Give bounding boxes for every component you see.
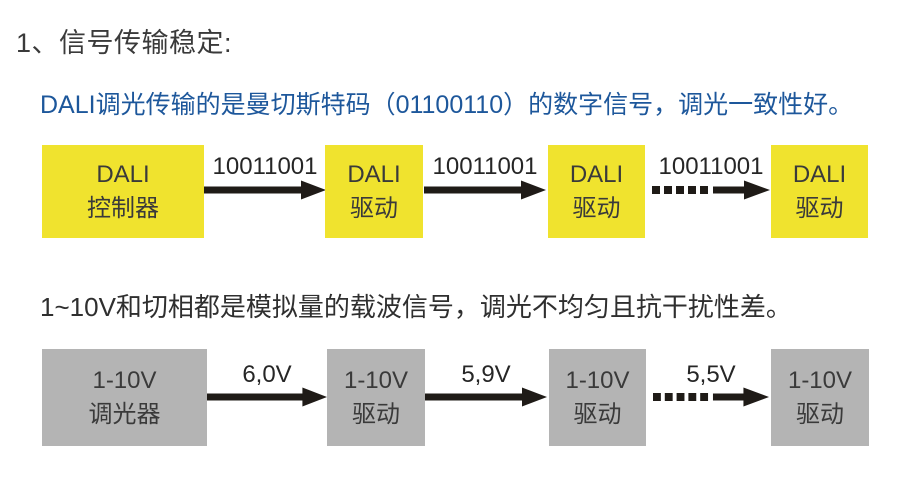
solid-arrow-icon — [207, 387, 327, 407]
analog-flow-diagram: 1-10V 调光器 6,0V 1-10V 驱动 5,9V 1-10V 驱动 5,… — [0, 349, 900, 446]
arrow-label: 6,0V — [242, 361, 292, 388]
node-label-line1: 1-10V — [565, 366, 630, 394]
node-label-line2: 控制器 — [87, 194, 159, 222]
solid-arrow-icon — [424, 180, 546, 200]
analog-driver-box-3: 1-10V 驱动 — [771, 349, 869, 446]
analog-dimmer-box: 1-10V 调光器 — [42, 349, 207, 446]
analog-signal-link-2: 5,9V — [425, 349, 547, 446]
dashed-arrow-icon — [652, 180, 770, 200]
node-label-line2: 驱动 — [350, 194, 398, 222]
node-label-line1: DALI — [347, 160, 401, 188]
analog-signal-link-1: 6,0V — [207, 349, 327, 446]
solid-arrow-icon — [425, 387, 547, 407]
dali-signal-link-3: 10011001 — [652, 145, 770, 238]
node-label-line1: DALI — [96, 160, 150, 188]
arrow-label: 10011001 — [658, 153, 764, 180]
dali-signal-link-2: 10011001 — [424, 145, 546, 238]
arrow-label: 5,9V — [461, 361, 511, 388]
node-label-line1: 1-10V — [92, 366, 157, 394]
dali-flow-diagram: DALI 控制器 10011001 DALI 驱动 10011001 DALI … — [0, 145, 900, 238]
solid-arrow-icon — [204, 180, 326, 200]
analog-description: 1~10V和切相都是模拟量的载波信号，调光不均匀且抗干扰性差。 — [40, 292, 792, 322]
dali-driver-box-3: DALI 驱动 — [771, 145, 868, 238]
node-label-line2: 驱动 — [573, 400, 622, 428]
node-label-line1: DALI — [792, 160, 847, 188]
dali-driver-box-1: DALI 驱动 — [325, 145, 423, 238]
node-label-line2: 驱动 — [795, 194, 844, 222]
dali-signal-link-1: 10011001 — [204, 145, 326, 238]
node-label-line2: 驱动 — [796, 400, 844, 428]
analog-driver-box-2: 1-10V 驱动 — [549, 349, 646, 446]
dali-driver-box-2: DALI 驱动 — [548, 145, 645, 238]
node-label-line2: 调光器 — [88, 400, 161, 428]
dali-controller-box: DALI 控制器 — [42, 145, 204, 238]
arrow-label: 10011001 — [212, 153, 318, 180]
page-title: 1、信号传输稳定: — [16, 28, 233, 58]
node-label-line1: 1-10V — [787, 366, 853, 394]
node-label-line2: 驱动 — [572, 194, 621, 222]
node-label-line1: DALI — [569, 160, 624, 188]
analog-signal-link-3: 5,5V — [653, 349, 769, 446]
dashed-arrow-icon — [653, 387, 769, 407]
arrow-label: 10011001 — [432, 153, 538, 180]
arrow-label: 5,5V — [686, 361, 736, 388]
node-label-line2: 驱动 — [352, 400, 400, 428]
analog-driver-box-1: 1-10V 驱动 — [327, 349, 425, 446]
dali-description: DALI调光传输的是曼切斯特码（01100110）的数字信号，调光一致性好。 — [40, 91, 854, 119]
node-label-line1: 1-10V — [343, 366, 409, 394]
